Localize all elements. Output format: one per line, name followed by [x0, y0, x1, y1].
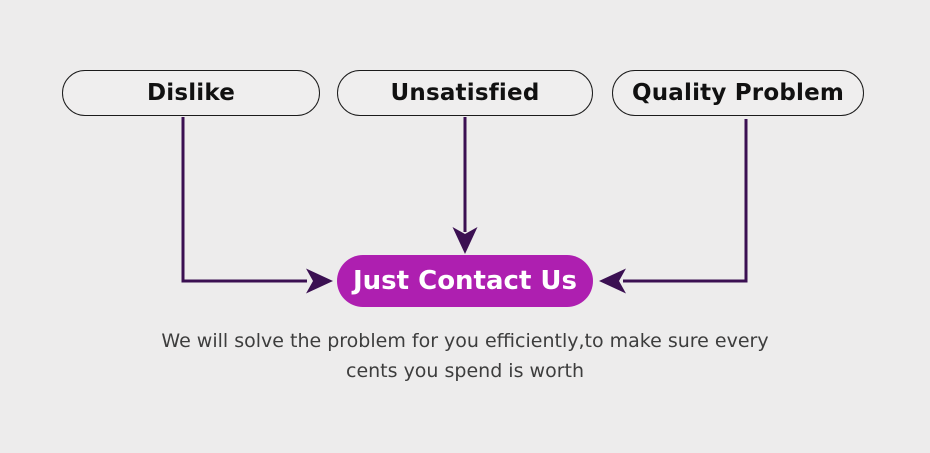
just-contact-us-button[interactable]: Just Contact Us — [337, 255, 593, 307]
cause-pill-dislike: Dislike — [62, 70, 320, 116]
tagline-line-1: We will solve the problem for you effici… — [161, 330, 769, 352]
cause-pill-quality-problem-label: Quality Problem — [631, 80, 845, 106]
cause-pill-quality-problem: Quality Problem — [612, 70, 864, 116]
tagline: We will solve the problem for you effici… — [0, 326, 930, 386]
just-contact-us-label: Just Contact Us — [352, 266, 578, 296]
cause-pill-unsatisfied: Unsatisfied — [337, 70, 593, 116]
arrowhead-down-icon — [452, 227, 478, 254]
tagline-line-2: cents you spend is worth — [346, 360, 584, 382]
arrowhead-left-icon — [599, 268, 626, 294]
cause-pill-dislike-label: Dislike — [146, 80, 236, 106]
arrow-line-dislike — [181, 117, 307, 283]
arrowhead-right-icon — [306, 268, 333, 294]
cause-pill-unsatisfied-label: Unsatisfied — [390, 80, 540, 106]
arrow-line-quality-problem — [623, 119, 748, 283]
